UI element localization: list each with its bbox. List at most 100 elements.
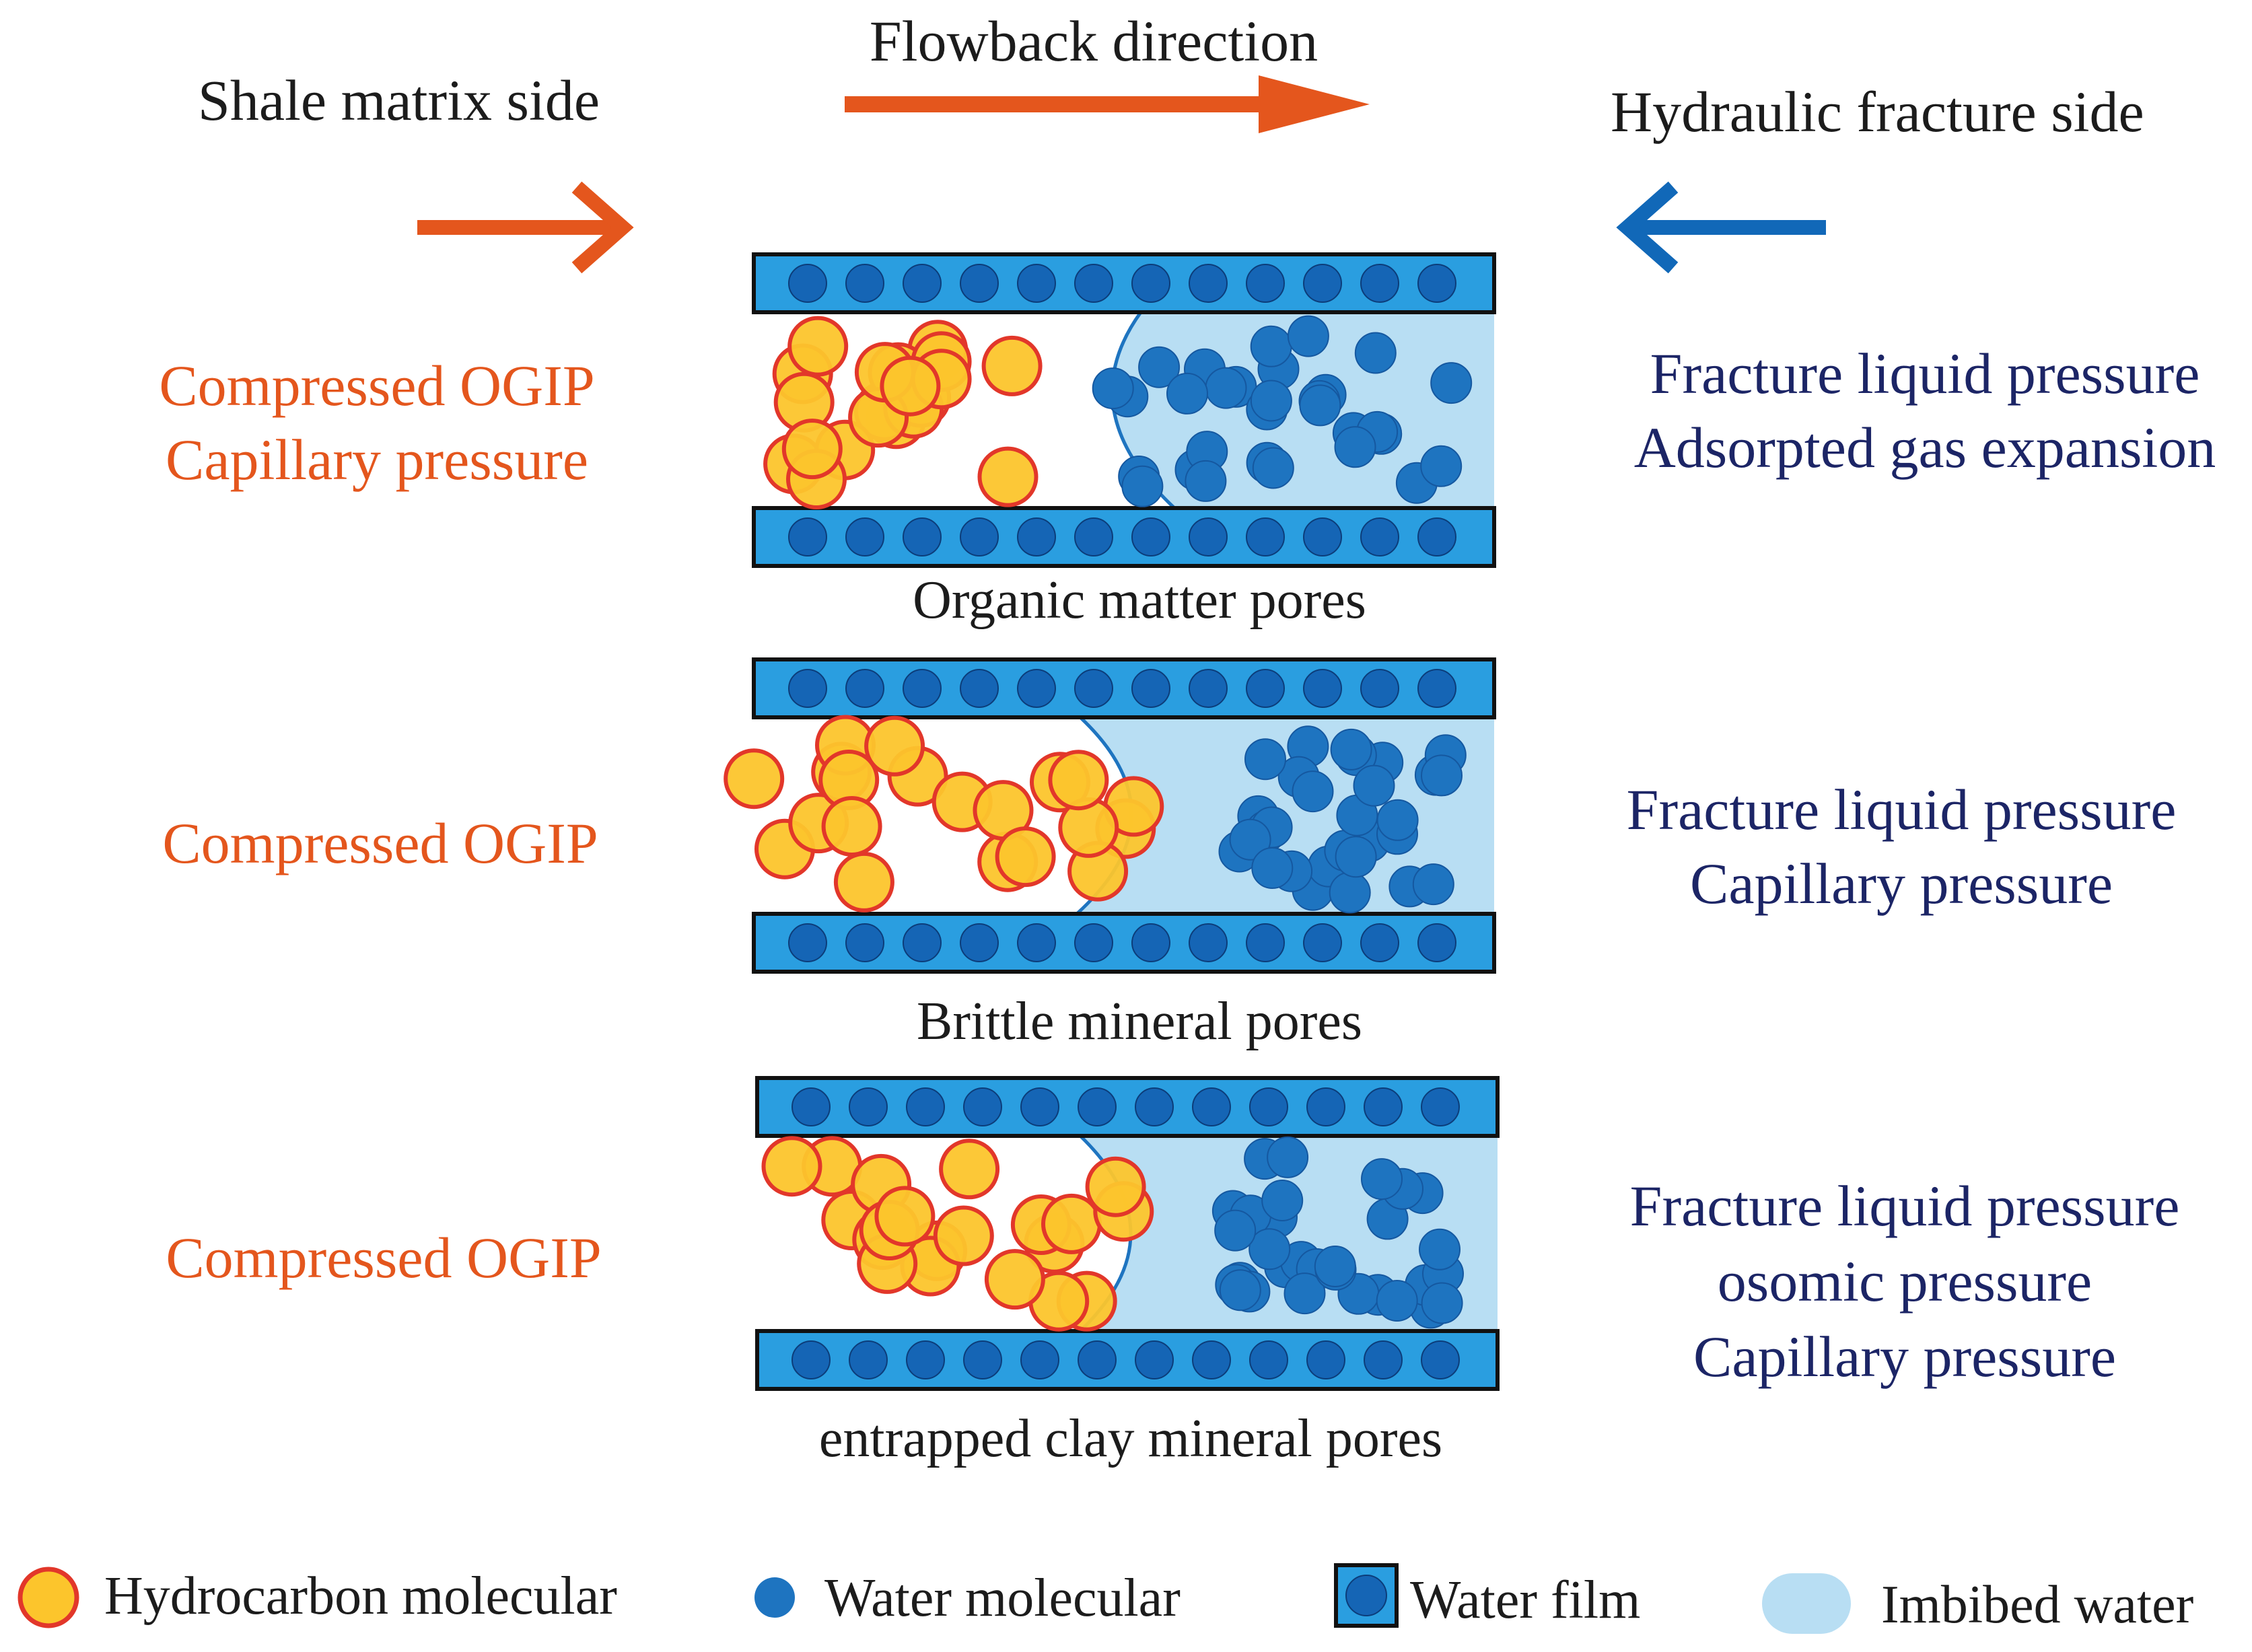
force-label: Capillary pressure: [165, 427, 589, 492]
water-molecule: [1420, 445, 1463, 487]
film-water-molecule: [1246, 669, 1285, 708]
film-water-molecule: [1417, 923, 1456, 962]
film-water-molecule: [1303, 264, 1342, 303]
hydrocarbon-molecule: [880, 355, 941, 417]
film-water-molecule: [1249, 1087, 1288, 1126]
water-molecule: [1250, 325, 1292, 367]
force-label: Capillary pressure: [1689, 851, 2113, 916]
film-water-molecule: [1303, 669, 1342, 708]
film-water-molecule: [1246, 517, 1285, 556]
film-water-molecule: [1360, 923, 1399, 962]
film-water-molecule: [1135, 1340, 1174, 1379]
water-molecule: [1299, 384, 1341, 427]
hydrocarbon-molecule: [864, 715, 925, 777]
water-molecule: [1166, 372, 1208, 415]
water-molecule: [1334, 426, 1376, 468]
force-label: Compressed OGIP: [159, 353, 595, 418]
film-water-molecule: [906, 1340, 945, 1379]
film-water-molecule: [788, 923, 827, 962]
film-water-molecule: [960, 669, 999, 708]
left-forces-organic: Compressed OGIP Capillary pressure: [159, 349, 594, 497]
water-molecule: [1251, 847, 1294, 889]
force-label: Fracture liquid pressure: [1626, 777, 2177, 842]
film-water-molecule: [849, 1340, 888, 1379]
film-water-molecule: [1360, 264, 1399, 303]
water-molecule: [1430, 362, 1473, 404]
matrix-side-arrow: [417, 181, 634, 274]
film-water-molecule: [1306, 1087, 1345, 1126]
water-molecule: [1248, 1228, 1291, 1270]
film-water-molecule: [1417, 264, 1456, 303]
hydrocarbon-molecule: [984, 1249, 1045, 1310]
film-water-molecule: [1131, 264, 1170, 303]
hydrocarbon-molecule: [761, 1136, 822, 1197]
film-water-molecule: [1364, 1087, 1403, 1126]
film-water-molecule: [1303, 517, 1342, 556]
film-water-molecule: [788, 264, 827, 303]
water-molecule: [1353, 764, 1395, 807]
film-water-molecule: [845, 669, 884, 708]
film-water-molecule: [903, 517, 942, 556]
water-molecule: [1205, 367, 1247, 409]
film-water-molecule: [1020, 1340, 1059, 1379]
force-label: Adsorpted gas expansion: [1633, 415, 2216, 480]
film-water-molecule: [1074, 669, 1113, 708]
pore-clay-mineral: [755, 1076, 1500, 1391]
film-water-molecule: [903, 923, 942, 962]
film-water-molecule: [1017, 669, 1056, 708]
film-water-molecule: [1421, 1340, 1460, 1379]
hydrocarbon-icon: [17, 1567, 79, 1628]
film-water-molecule: [788, 669, 827, 708]
film-water-molecule: [1074, 923, 1113, 962]
force-label: osomic pressure: [1717, 1249, 2092, 1314]
film-water-molecule: [1417, 669, 1456, 708]
hydrocarbon-molecule: [821, 796, 882, 857]
film-water-molecule: [791, 1087, 831, 1126]
right-forces-clay: Fracture liquid pressure osomic pressure…: [1630, 1168, 2180, 1394]
film-water-molecule: [1074, 517, 1113, 556]
film-water-molecule: [906, 1087, 945, 1126]
hydrocarbon-molecule: [874, 1186, 936, 1247]
right-forces-organic: Fracture liquid pressure Adsorpted gas e…: [1634, 336, 2216, 484]
water-molecule: [1250, 380, 1292, 422]
hydrocarbon-molecule: [724, 748, 785, 810]
film-water-molecule: [1189, 669, 1228, 708]
hydrocarbon-molecule: [977, 446, 1039, 507]
hydrocarbon-molecule: [939, 1139, 1000, 1200]
hydrocarbon-molecule: [981, 335, 1043, 396]
film-water-molecule: [1364, 1340, 1403, 1379]
film-water-molecule: [903, 669, 942, 708]
film-water-molecule: [1078, 1340, 1117, 1379]
film-water-molecule: [1421, 1087, 1460, 1126]
film-water-molecule: [1360, 517, 1399, 556]
hydrocarbon-molecule: [1085, 1156, 1146, 1217]
water-molecule: [1283, 1272, 1326, 1315]
pore-brittle-mineral: [724, 657, 1496, 974]
water-molecule: [1244, 738, 1286, 781]
hydrocarbon-molecule: [995, 826, 1056, 888]
water-molecule: [1121, 465, 1164, 507]
film-water-molecule: [1189, 923, 1228, 962]
film-water-molecule: [1017, 264, 1056, 303]
film-water-molecule: [903, 264, 942, 303]
water-molecule: [1292, 770, 1334, 813]
flowback-arrow: [845, 75, 1370, 133]
water-molecule: [1185, 460, 1227, 502]
imbibed-water-icon: [1762, 1573, 1851, 1634]
film-water-molecule: [1131, 923, 1170, 962]
film-water-molecule: [849, 1087, 888, 1126]
film-water-molecule: [791, 1340, 831, 1379]
water-molecule: [1287, 315, 1329, 357]
water-molecule: [1314, 1246, 1356, 1287]
hydrocarbon-molecule: [833, 851, 894, 912]
film-water-molecule: [1246, 923, 1285, 962]
force-label: Compressed OGIP: [162, 811, 598, 875]
water-molecule: [1376, 799, 1419, 841]
water-molecule: [1376, 1280, 1418, 1322]
water-molecule: [1092, 367, 1134, 410]
film-water-molecule: [1249, 1340, 1288, 1379]
water-molecule: [1412, 863, 1454, 906]
film-water-molecule: [963, 1340, 1002, 1379]
water-molecule: [1421, 1282, 1463, 1324]
